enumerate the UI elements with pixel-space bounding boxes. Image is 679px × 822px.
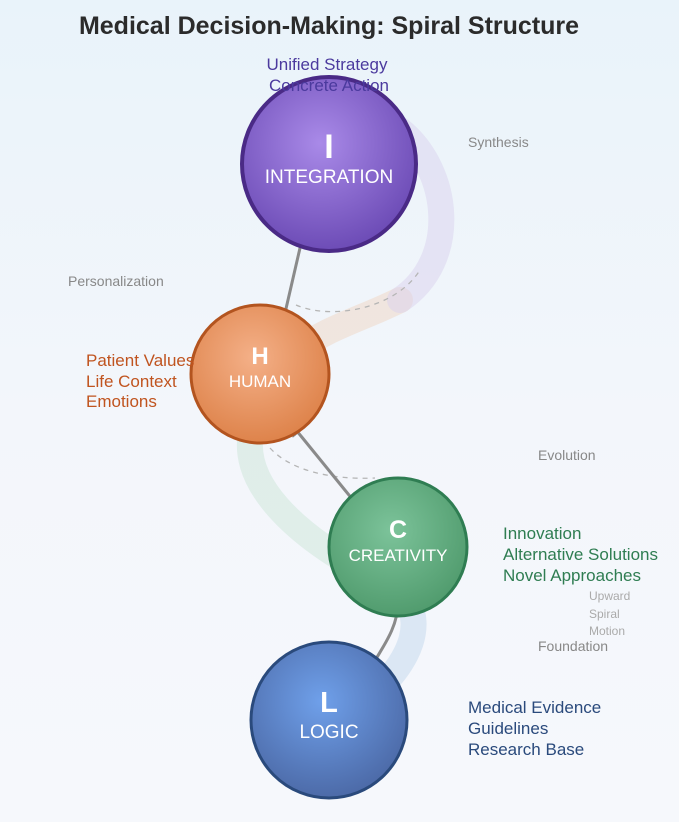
spiral-note-line: Spiral (589, 607, 620, 621)
creativity-desc-line: Alternative Solutions (503, 545, 658, 564)
integration-label: INTEGRATION (265, 167, 393, 188)
human-label: HUMAN (229, 372, 291, 391)
integration-desc-line: Concrete Action (269, 76, 389, 95)
human-letter: H (251, 343, 268, 370)
logic-description: Medical Evidence Guidelines Research Bas… (468, 698, 601, 759)
annotation-evolution: Evolution (538, 447, 596, 463)
dashed-connectors (269, 269, 421, 479)
integration-letter: I (324, 128, 333, 166)
integration-desc-line: Unified Strategy (267, 55, 388, 74)
logic-desc-line: Guidelines (468, 719, 548, 738)
human-desc-line: Patient Values (86, 351, 194, 370)
creativity-desc-line: Innovation (503, 524, 581, 543)
creativity-letter: C (389, 516, 407, 544)
arrow-creativity-to-human (289, 421, 355, 501)
node-creativity: C CREATIVITY (327, 476, 469, 618)
spiral-note-line: Upward (589, 589, 630, 603)
annotation-synthesis: Synthesis (468, 134, 529, 150)
integration-description: Unified Strategy Concrete Action (267, 55, 389, 95)
logic-label: LOGIC (299, 722, 358, 743)
node-integration: I INTEGRATION (240, 75, 418, 253)
creativity-desc-line: Novel Approaches (503, 566, 641, 585)
logic-desc-line: Research Base (468, 740, 584, 759)
creativity-description: Innovation Alternative Solutions Novel A… (503, 524, 658, 585)
node-human: H HUMAN (189, 303, 331, 445)
spiral-note-line: Motion (589, 624, 625, 638)
human-desc-line: Life Context (86, 372, 177, 391)
annotation-personalization: Personalization (68, 273, 164, 289)
spiral-motion-note: Upward Spiral Motion (589, 589, 630, 638)
logic-letter: L (320, 687, 338, 719)
node-logic: L LOGIC (249, 640, 409, 800)
creativity-label: CREATIVITY (349, 546, 448, 565)
annotation-foundation: Foundation (538, 638, 608, 654)
logic-desc-line: Medical Evidence (468, 698, 601, 717)
human-description: Patient Values Life Context Emotions (86, 351, 194, 411)
human-desc-line: Emotions (86, 392, 157, 411)
diagram-title: Medical Decision-Making: Spiral Structur… (79, 12, 579, 40)
